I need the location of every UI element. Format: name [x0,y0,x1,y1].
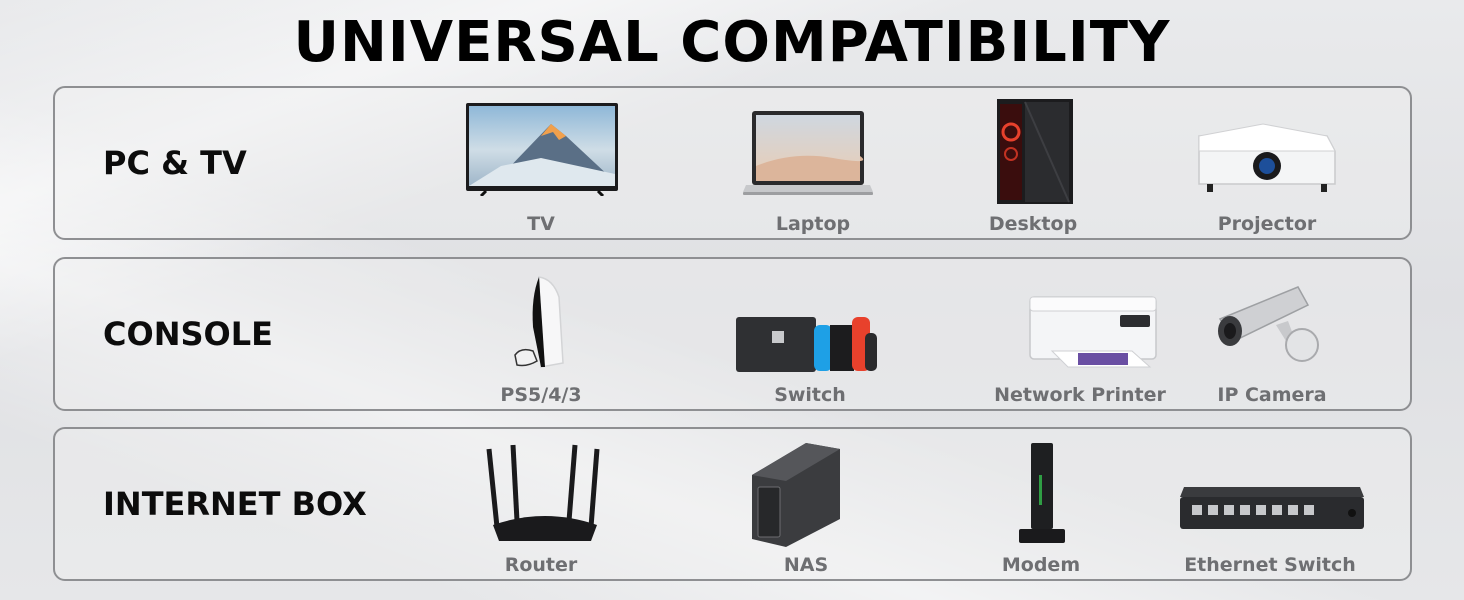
device-caption: Modem [1001,554,1081,576]
router-icon [486,444,600,541]
device-caption: Laptop [775,213,851,235]
device-caption: NAS [783,554,829,576]
desktop-tower-icon [997,99,1073,204]
printer-icon [1029,296,1157,368]
device-caption: Router [504,554,578,576]
projector-icon [1198,123,1336,192]
category-label: PC & TV [103,144,247,182]
device-modem: Modem [941,429,1141,583]
nas-icon [752,443,840,547]
device-switch: Switch [710,259,910,413]
device-printer: Network Printer [980,259,1180,413]
device-laptop: Laptop [713,88,913,242]
device-nas: NAS [706,429,906,583]
device-caption: Ethernet Switch [1184,554,1356,576]
category-label: CONSOLE [103,315,273,353]
page-title: UNIVERSAL COMPATIBILITY [293,10,1171,75]
device-router: Router [441,429,641,583]
ethernet-switch-icon [1180,487,1364,529]
category-panel-internet-box: INTERNET BOX Router NAS Modem [53,427,1412,581]
category-panel-console: CONSOLE PS5/4/3 Switch Network Printer [53,257,1412,411]
device-ip-camera: IP Camera [1172,259,1372,413]
device-caption: Switch [774,384,846,406]
tv-icon [466,103,618,196]
device-projector: Projector [1167,88,1367,242]
device-caption: TV [527,213,555,235]
device-caption: Desktop [988,213,1078,235]
device-desktop: Desktop [933,88,1133,242]
laptop-icon [743,111,873,195]
category-label: INTERNET BOX [103,485,367,523]
device-tv: TV [441,88,641,242]
device-caption: PS5/4/3 [500,384,582,406]
category-panel-pc-tv: PC & TV TV [53,86,1412,240]
handheld-console-icon [736,317,877,372]
modem-icon [1019,443,1065,543]
device-caption: Projector [1217,213,1317,235]
device-caption: IP Camera [1217,384,1327,406]
device-ethernet-switch: Ethernet Switch [1170,429,1370,583]
security-camera-icon [1218,286,1319,362]
game-console-icon [514,276,564,368]
device-caption: Network Printer [994,384,1166,406]
device-ps: PS5/4/3 [441,259,641,413]
